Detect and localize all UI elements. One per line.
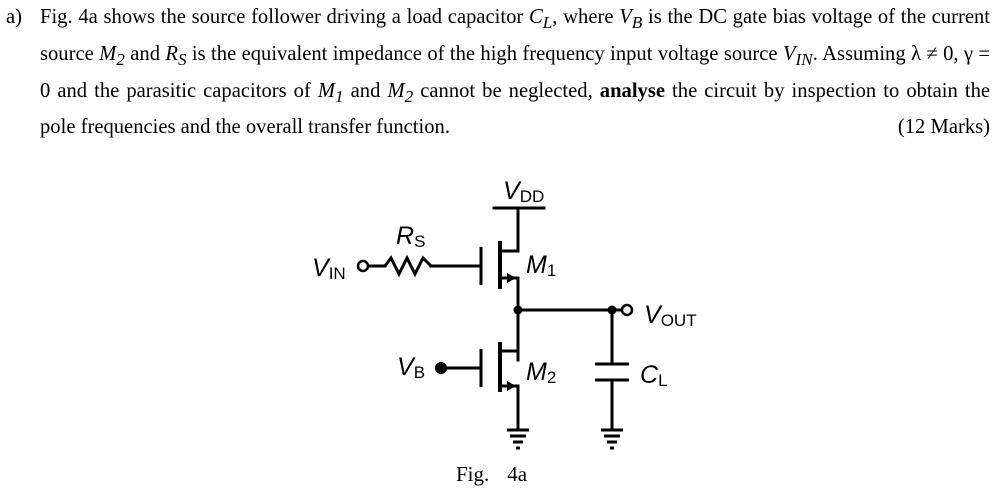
vb-terminal <box>435 362 447 374</box>
cl-label: CL <box>640 361 668 390</box>
vin-terminal <box>356 259 370 273</box>
rs-label: RS <box>396 222 425 251</box>
text-segment: and <box>343 79 388 102</box>
figure-caption: Fig. 4a <box>456 462 527 487</box>
text-segment: , where <box>552 6 620 28</box>
resistor-rs <box>383 254 433 278</box>
vb-label: VB <box>397 353 425 382</box>
keyword-analyse: analyse <box>599 79 665 102</box>
caption-prefix: Fig. <box>456 462 490 486</box>
question-text: Fig. 4a shows the source follower drivin… <box>40 2 990 144</box>
text-segment: Fig. 4a shows the source follower drivin… <box>40 6 529 28</box>
vin-label: VIN <box>312 254 346 283</box>
text-segment: cannot be neglected, <box>413 79 600 102</box>
ground-m2 <box>507 428 529 450</box>
junction-node <box>513 305 523 315</box>
vout-terminal <box>620 303 634 317</box>
vout-label: VOUT <box>644 301 697 330</box>
text-segment: is the equivalent impedance of the high … <box>186 42 783 65</box>
symbol-cl: CL <box>529 6 553 33</box>
m1-label: M1 <box>526 251 556 280</box>
caption-number: 4a <box>507 462 528 486</box>
symbol-m2: M2 <box>99 42 125 69</box>
m2-label: M2 <box>526 358 556 387</box>
m1-source-arrow <box>507 273 516 283</box>
ground-cl <box>601 428 623 450</box>
symbol-m2: M2 <box>387 79 414 106</box>
symbol-rs: RS <box>165 42 187 69</box>
symbol-vb: VB <box>619 6 643 33</box>
vdd-label: VDD <box>503 177 544 206</box>
text-segment: is the DC gate bias voltage of the curre… <box>40 6 990 65</box>
question-a: a) Fig. 4a shows the source follower dri… <box>6 2 990 144</box>
text-segment: the circuit by inspection to obtain the … <box>40 79 991 139</box>
capacitor-cl <box>595 362 629 382</box>
m2-source-arrow <box>507 381 516 391</box>
marks-label: (12 Marks) <box>897 116 990 139</box>
symbol-m1: M1 <box>317 79 344 106</box>
text-segment: . Assuming λ ≠ 0, γ = 0 and the parasiti… <box>40 42 990 102</box>
symbol-vin: VIN <box>782 42 813 69</box>
question-label: a) <box>6 6 22 28</box>
text-segment: and <box>124 42 166 65</box>
junction-node <box>607 305 617 315</box>
